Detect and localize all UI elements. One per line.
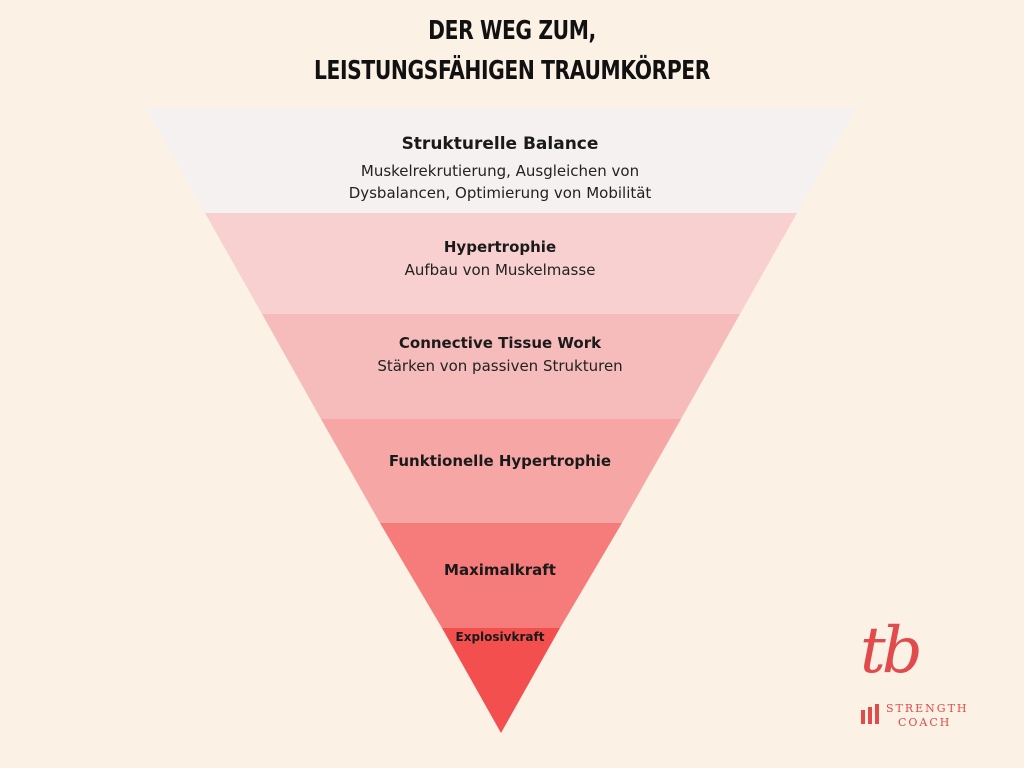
level-1-description: Muskelrekrutierung, Ausgleichen von Dysb… bbox=[348, 162, 652, 202]
logo-word-strength: STRENGTH bbox=[886, 702, 969, 715]
funnel-level-2: Hypertrophie Aufbau von Muskelmasse bbox=[200, 237, 800, 281]
funnel-level-4: Funktionelle Hypertrophie bbox=[200, 451, 800, 471]
funnel-level-1: Strukturelle Balance Muskelrekrutierung,… bbox=[200, 132, 800, 204]
funnel-level-3: Connective Tissue Work Stärken von passi… bbox=[200, 333, 800, 377]
level-6-title: Explosivkraft bbox=[455, 630, 545, 644]
level-3-title: Connective Tissue Work bbox=[398, 334, 602, 352]
level-2-description: Aufbau von Muskelmasse bbox=[404, 261, 596, 279]
level-1-title: Strukturelle Balance bbox=[401, 134, 599, 154]
level-3-description: Stärken von passiven Strukturen bbox=[377, 357, 623, 375]
page-title-line-1: DER WEG ZUM, bbox=[428, 16, 596, 46]
level-5-title: Maximalkraft bbox=[444, 561, 556, 579]
funnel-level-2-shape bbox=[205, 213, 797, 314]
funnel-level-6-shape bbox=[442, 628, 560, 733]
page-title-line-2: LEISTUNGSFÄHIGEN TRAUMKÖRPER bbox=[314, 56, 710, 86]
funnel-level-5-shape bbox=[380, 523, 622, 628]
logo-monogram: tb bbox=[860, 614, 923, 688]
funnel-level-4-shape bbox=[321, 419, 681, 523]
level-2-title: Hypertrophie bbox=[443, 238, 557, 256]
funnel-level-1-shape bbox=[146, 108, 856, 213]
logo-word-coach: COACH bbox=[898, 716, 952, 729]
funnel-level-5: Maximalkraft bbox=[200, 560, 800, 580]
funnel-level-6: Explosivkraft bbox=[200, 629, 800, 645]
brand-logo: tb STRENGTH COACH bbox=[852, 616, 992, 736]
level-4-title: Funktionelle Hypertrophie bbox=[388, 452, 612, 470]
logo-bars-icon bbox=[861, 704, 879, 724]
funnel-level-3-shape bbox=[262, 314, 740, 419]
